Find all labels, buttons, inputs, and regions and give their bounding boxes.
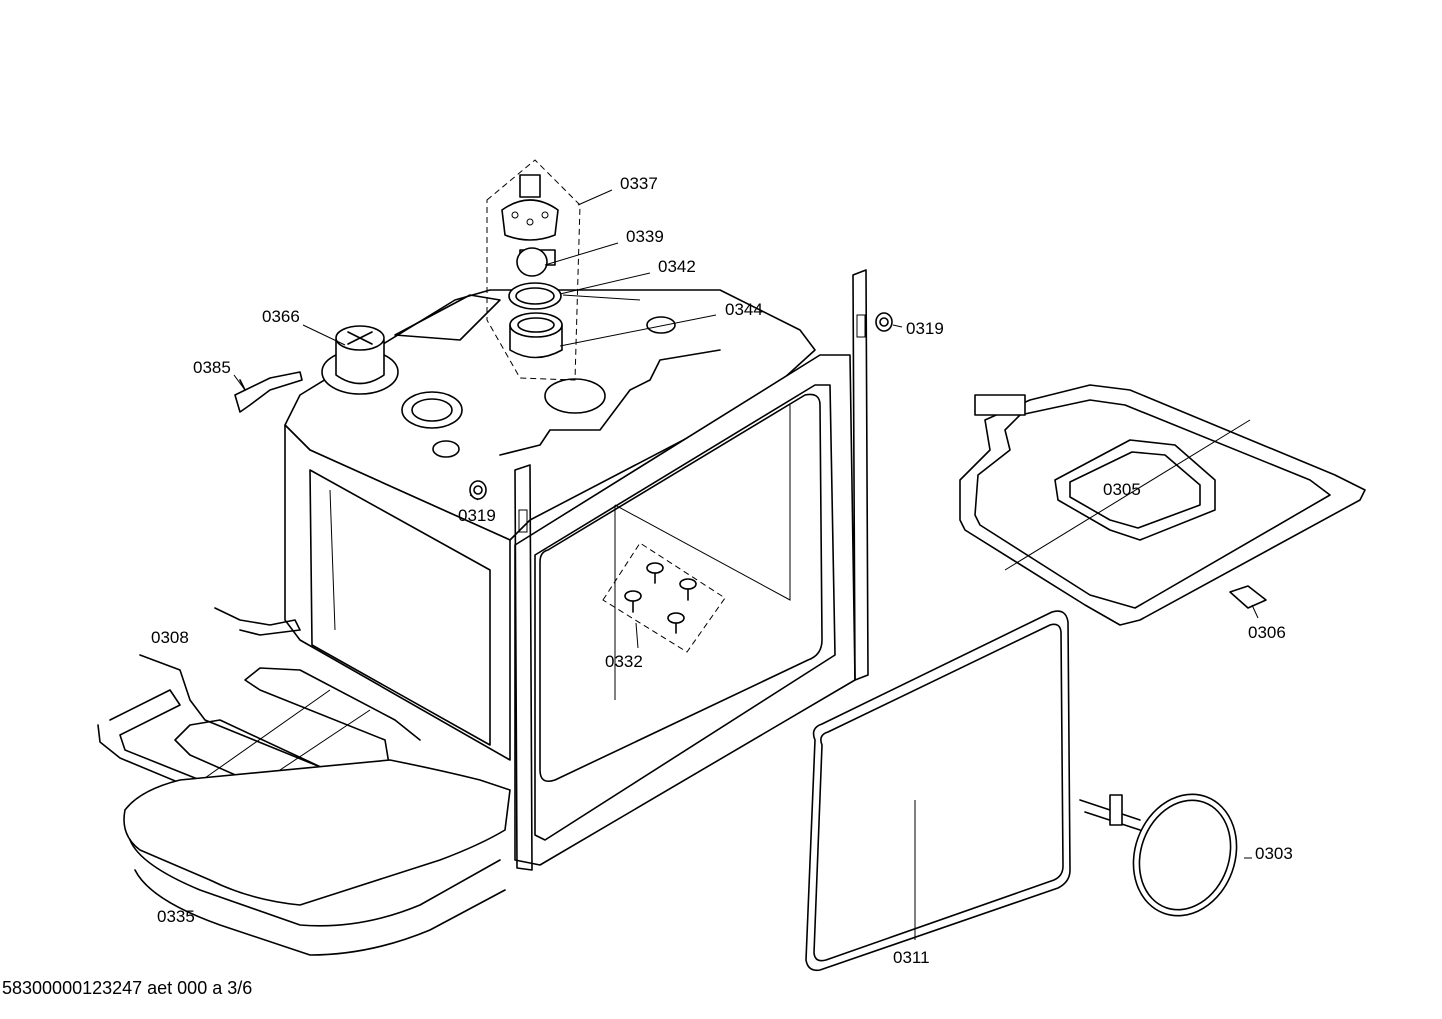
bracket-0306: [1229, 585, 1267, 609]
label-0337: 0337: [620, 174, 658, 193]
leader-lines: [233, 189, 1259, 940]
ring-heating-element: [1079, 793, 1238, 917]
grill-heating-element: [959, 384, 1366, 626]
front-frame: [514, 269, 869, 871]
label-0311: 0311: [893, 948, 930, 967]
clip-0385: [234, 371, 303, 413]
nut-left: [469, 480, 487, 500]
label-0385: 0385: [193, 358, 231, 377]
label-0303: 0303: [1255, 844, 1293, 863]
vent-fitting: [321, 325, 399, 395]
label-0344: 0344: [725, 300, 763, 319]
oven-cavity: [284, 249, 816, 761]
screw-set: [602, 542, 726, 653]
label-0306: 0306: [1248, 623, 1286, 642]
label-0332: 0332: [605, 652, 643, 671]
lamp-assembly: [486, 159, 581, 381]
label-0342: 0342: [658, 257, 696, 276]
label-0335: 0335: [157, 907, 195, 926]
label-0319-left: 0319: [458, 506, 496, 525]
part-labels: 0337 0339 0342 0344 0366 0385 0319 0319 …: [151, 174, 1293, 967]
nut-right: [875, 312, 893, 332]
label-0366: 0366: [262, 307, 300, 326]
label-0319-right: 0319: [906, 319, 944, 338]
label-0308: 0308: [151, 628, 189, 647]
document-footer-id: 58300000123247 aet 000 a 3/6: [2, 978, 253, 998]
label-0339: 0339: [626, 227, 664, 246]
insulation-mats: [123, 759, 511, 956]
label-0305: 0305: [1103, 480, 1141, 499]
door-seal: [805, 610, 1071, 972]
